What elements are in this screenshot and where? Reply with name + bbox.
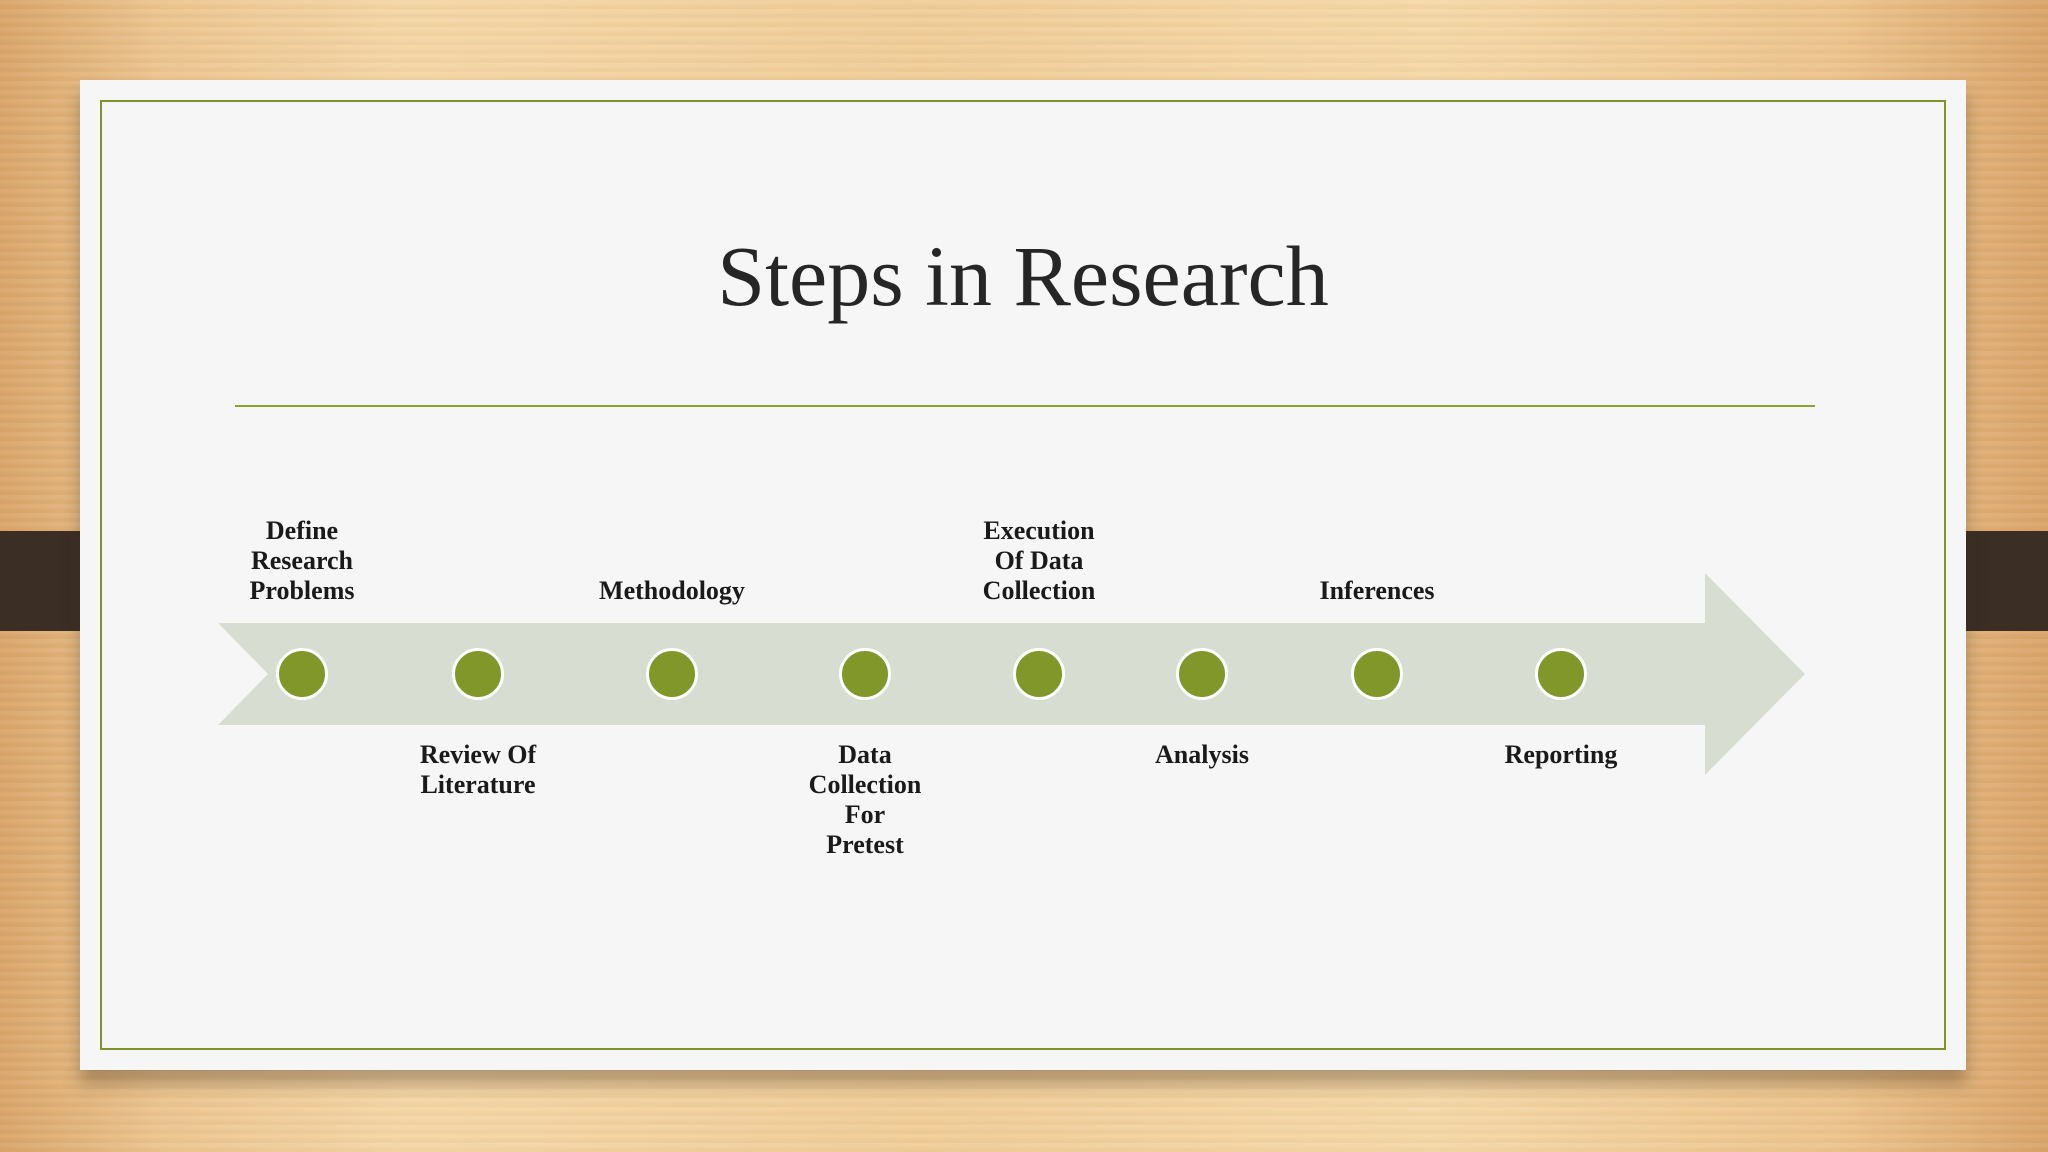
step-marker	[839, 648, 891, 700]
step-label-reporting: Reporting	[1504, 740, 1618, 769]
step-label-execution-of-data-collection: Execution Of Data Collection	[982, 516, 1096, 605]
step-marker	[1176, 648, 1228, 700]
slide: Steps in Research Define Research Proble…	[80, 80, 1966, 1070]
slide-title: Steps in Research	[717, 228, 1329, 324]
step-label-define-research-problems: Define Research Problems	[249, 516, 355, 605]
step-marker	[646, 648, 698, 700]
step-marker	[1351, 648, 1403, 700]
step-marker	[1535, 648, 1587, 700]
step-label-data-collection-for-pretest: Data Collection For Pretest	[808, 740, 922, 859]
slide-border	[100, 100, 1946, 1050]
step-label-analysis: Analysis	[1155, 740, 1249, 769]
title-divider	[235, 405, 1815, 407]
step-label-review-of-literature: Review Of Literature	[419, 740, 537, 799]
step-marker	[276, 648, 328, 700]
step-marker	[1013, 648, 1065, 700]
step-marker	[452, 648, 504, 700]
timeline-arrow	[218, 573, 1805, 775]
step-label-inferences: Inferences	[1319, 576, 1435, 605]
step-label-methodology: Methodology	[599, 576, 745, 605]
